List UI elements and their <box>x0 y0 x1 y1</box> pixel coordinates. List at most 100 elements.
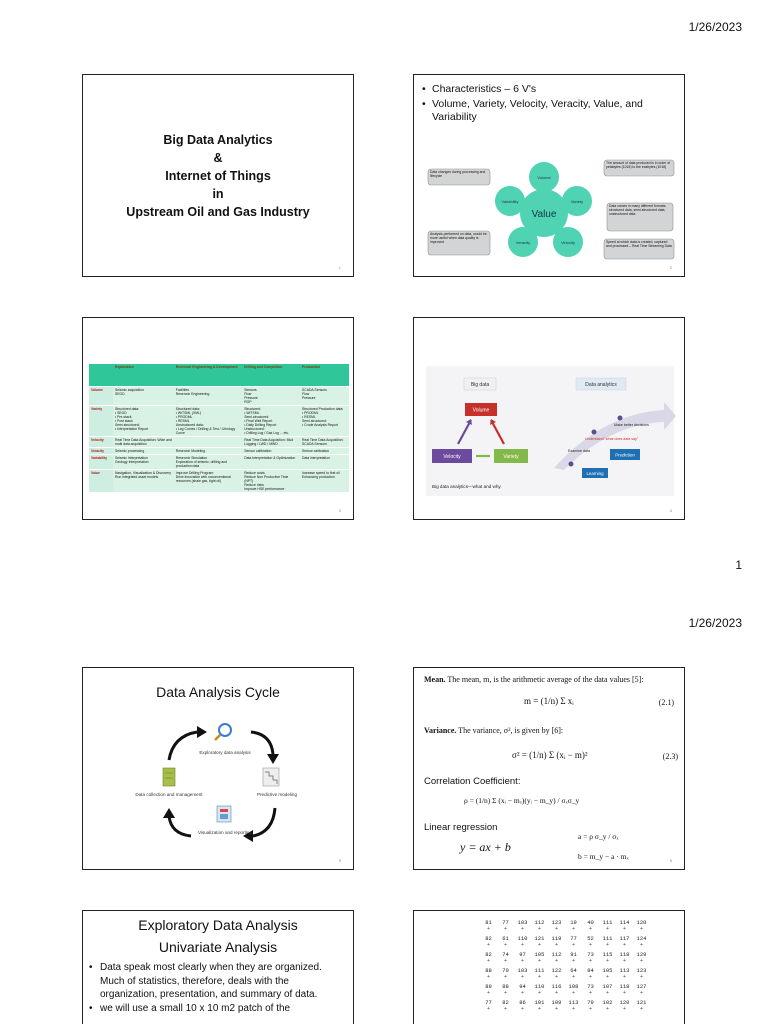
veracity-circle <box>508 227 538 257</box>
variability-label: Variability <box>501 199 518 204</box>
grid-value: 123 <box>548 919 565 932</box>
row-label: Veracity <box>89 447 113 455</box>
slide-number: 3 <box>338 508 341 513</box>
variability-circle <box>495 186 525 216</box>
grid-value: 112 <box>548 951 565 964</box>
grid-value: 91 <box>565 951 582 964</box>
grid-value: 84 <box>582 967 599 980</box>
grid-value: 123 <box>633 967 650 980</box>
table-cell: Reduce costs Reduce Non Productive Time … <box>242 469 300 493</box>
table-cell: Sensor calibration <box>300 447 349 455</box>
callout-volume <box>603 159 675 177</box>
grid-value: 118 <box>616 983 633 996</box>
grid-value: 77 <box>565 935 582 948</box>
table-cell: Structured: • WITSML Semi-structured: • … <box>242 405 300 437</box>
grid-value: 89 <box>480 983 497 996</box>
grid-value: 129 <box>633 951 650 964</box>
grid-value: 73 <box>582 983 599 996</box>
table-cell: Seismic Interpretation Geology Interpret… <box>113 454 174 470</box>
grid-value: 74 <box>497 951 514 964</box>
volume-label: Volume <box>537 175 551 180</box>
variety-label: Variety <box>571 199 583 204</box>
slide-number: 1 <box>338 265 341 270</box>
grid-value: 103 <box>514 919 531 932</box>
table-cell: Real Time Data Acquisition: Mud Logging … <box>242 436 300 448</box>
callout-text: Speed at which data is created, captured… <box>606 240 672 248</box>
grid-value: 61 <box>497 935 514 948</box>
grid-value: 114 <box>616 919 633 932</box>
row-label: Value <box>89 469 113 493</box>
slide1-line-1: Big Data Analytics <box>163 132 273 147</box>
table-cell: Improve Drilling Program Drive innovatio… <box>173 469 243 493</box>
table-cell: Facilities Reservoir Engineering <box>173 386 243 406</box>
b-formula: b = m_y − a · mₓ <box>578 852 629 861</box>
step-decisions: Make better decisions <box>614 423 649 427</box>
mean-lead: Mean. <box>424 675 446 684</box>
grid-value: 122 <box>548 967 565 980</box>
callout-veracity <box>427 230 491 256</box>
learning-text: Learning <box>586 471 604 476</box>
grid-value: 120 <box>616 999 633 1012</box>
slide5-title: Data Analysis Cycle <box>156 684 280 700</box>
prediction-box <box>610 449 640 460</box>
grid-value: 82 <box>480 935 497 948</box>
velocity-circle <box>553 227 583 257</box>
grid-value: 119 <box>548 935 565 948</box>
table-cell: Real Time Data Acquisition: Wide and mul… <box>113 436 174 448</box>
table-cell: Reservoir Simulation Exploration of seis… <box>173 454 243 470</box>
callout-text: Data changes during processing and lifec… <box>430 170 486 178</box>
learning-box <box>582 468 608 478</box>
grid-value: 64 <box>565 967 582 980</box>
grid-value: 105 <box>599 967 616 980</box>
grid-value: 77 <box>497 919 514 932</box>
callout-variability <box>427 168 491 186</box>
table-header-cell: Exploration <box>113 364 174 387</box>
grid-value: 105 <box>531 951 548 964</box>
bullet-item: Characteristics – 6 V's <box>422 83 674 96</box>
diagram-background <box>426 366 674 496</box>
grid-value: 113 <box>565 999 582 1012</box>
table-cell: Data interpretation <box>300 454 349 470</box>
linear-regression-label: Linear regression <box>424 822 498 833</box>
step-exploratory: Exploratory data analysis <box>199 750 251 755</box>
slide-number: 2 <box>669 265 672 270</box>
slide-characteristics: Characteristics – 6 V's Volume, Variety,… <box>413 74 685 277</box>
bullet-item: Data speak most clearly when they are or… <box>89 961 347 1002</box>
row-label: Variability <box>89 454 113 470</box>
grid-value: 97 <box>514 951 531 964</box>
grid-value: 117 <box>616 935 633 948</box>
slide1-line-5: Upstream Oil and Gas Industry <box>126 204 310 219</box>
slide-exploratory-analysis: Exploratory Data Analysis Univariate Ana… <box>82 910 354 1024</box>
chart-document-icon <box>262 767 280 787</box>
big-data-diagram: Big data Data analytics Volume Velocity … <box>426 366 676 496</box>
grid-value: 121 <box>531 935 548 948</box>
slide-data-grid: 8177103112123194011111412082611101211197… <box>413 910 685 1024</box>
six-vs-diagram: Value Volume Variety Velocity Veracity V… <box>427 159 675 260</box>
grid-value: 124 <box>633 935 650 948</box>
table-cell: Reservoir Modeling <box>173 447 243 455</box>
analytics-arrow <box>554 402 676 470</box>
grid-value: 81 <box>480 919 497 932</box>
volume-circle <box>529 162 559 192</box>
callout-text: Analysis performed on data, would be mor… <box>430 232 487 244</box>
volume-box <box>465 403 497 416</box>
slide-number: 5 <box>338 858 341 863</box>
velocity-label: Velocity <box>561 240 575 245</box>
bullet-item: Volume, Variety, Velocity, Veracity, Val… <box>422 98 674 124</box>
callout-velocity <box>603 238 675 260</box>
volume-text: Volume <box>473 408 490 414</box>
bullet-list: Characteristics – 6 V's Volume, Variety,… <box>422 83 674 126</box>
variety-text: Variety <box>503 454 519 460</box>
slide-number: 4 <box>669 508 672 513</box>
callout-variety <box>606 202 674 232</box>
slide1-line-4: in <box>212 186 224 201</box>
row-label: Velocity <box>89 436 113 448</box>
grid-value: 110 <box>514 935 531 948</box>
variance-eq-number: (2.3) <box>662 752 678 761</box>
big-data-title-box <box>463 377 497 391</box>
step-visualization: Visualization and reporting <box>198 830 253 835</box>
variance-formula: σ² = (1/n) Σ (xᵢ − m)² <box>512 750 588 760</box>
grid-value: 82 <box>480 951 497 964</box>
